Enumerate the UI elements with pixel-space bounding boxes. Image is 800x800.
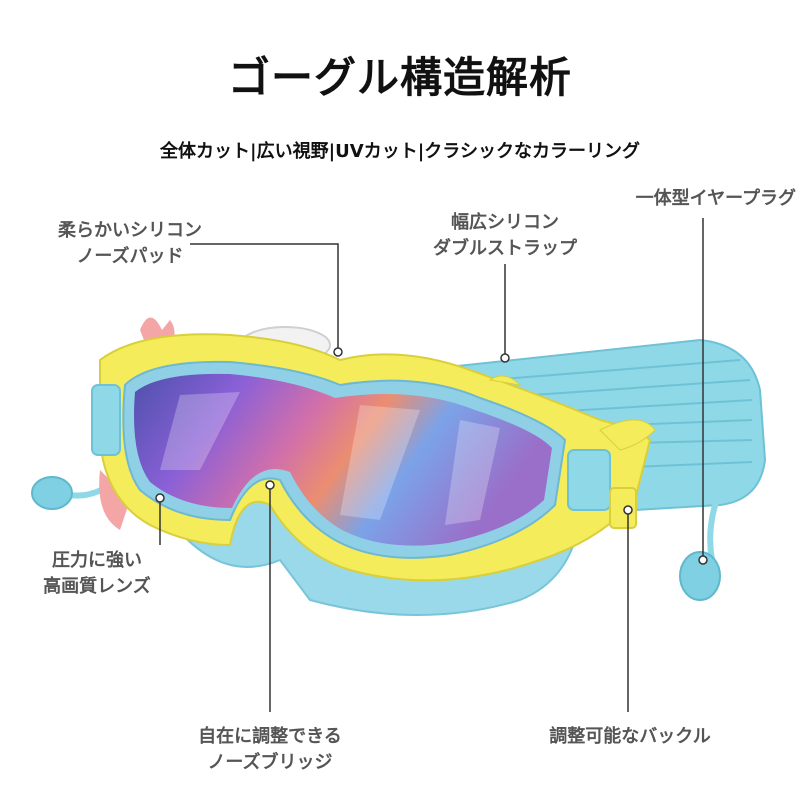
callout-earplug-line1: 一体型イヤープラグ [635, 188, 796, 209]
frame-fin-top [488, 375, 522, 386]
strap-connector-right [567, 449, 611, 511]
callout-line-nose-pad [190, 243, 339, 352]
earplug-cord-right [707, 478, 728, 561]
callout-nose-bridge-line1: 自在に調整できる [198, 726, 342, 747]
callout-buckle-line1: 調整可能なバックル [549, 726, 711, 747]
feature-subtitle: 全体カット|広い視野|UVカット|クラシックなカラーリング [160, 141, 640, 162]
callout-strap-line1: 幅広シリコン [451, 212, 559, 233]
callout-strap-line2: ダブルストラップ [433, 238, 577, 259]
callout-earplug: 一体型イヤープラグ [600, 186, 796, 212]
pink-side-piece [99, 470, 130, 530]
strap-connector-left [91, 384, 121, 456]
callout-lens-line2: 高画質レンズ [43, 576, 151, 597]
callout-lens-line1: 圧力に強い [52, 550, 142, 571]
callout-dot-earplug [698, 555, 708, 565]
callout-nose-pad-line2: ノーズパッド [76, 246, 184, 267]
page-title: ゴーグル構造解析 [227, 53, 572, 102]
callout-nose-bridge-line2: ノーズブリッジ [207, 752, 333, 773]
callout-dot-lens [155, 493, 165, 503]
callout-dots [155, 347, 708, 565]
callout-dot-buckle [623, 505, 633, 515]
colored-lens [134, 373, 552, 546]
callout-strap: 幅広シリコン ダブルストラップ [410, 210, 600, 262]
callout-lines [159, 218, 704, 712]
callout-nose-pad-line1: 柔らかいシリコン [58, 220, 202, 241]
earplug-left [31, 476, 73, 510]
callout-nose-pad: 柔らかいシリコン ノーズパッド [40, 218, 220, 270]
callout-dot-nose-bridge [265, 480, 275, 490]
callout-lens: 圧力に強い 高画質レンズ [22, 548, 172, 600]
callout-dot-strap [500, 353, 510, 363]
callout-nose-bridge: 自在に調整できる ノーズブリッジ [180, 724, 360, 776]
lens-reflections [160, 392, 500, 525]
earplug-right [679, 551, 721, 601]
buckle [609, 487, 637, 529]
callout-buckle: 調整可能なバックル [530, 724, 730, 750]
callout-dot-nose-pad [333, 347, 343, 357]
frame-fin-right [599, 419, 656, 451]
